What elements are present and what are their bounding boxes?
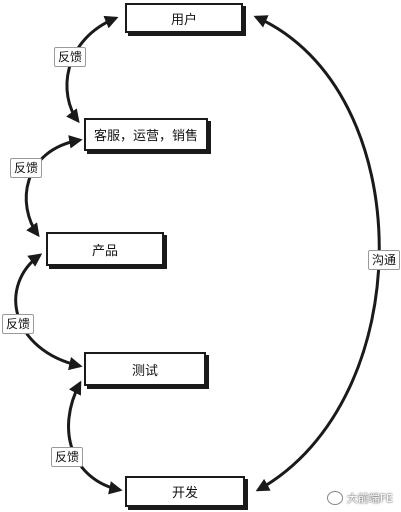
edge-label-feedback: 反馈 (54, 47, 87, 67)
watermark: 大前端FE (326, 490, 393, 506)
node-service: 客服，运营，销售 (84, 118, 208, 151)
edge-label-communication: 沟通 (368, 250, 401, 270)
edge-testing-dev (67, 380, 123, 495)
edge-label-feedback: 反馈 (51, 447, 84, 467)
edge-label-feedback: 反馈 (2, 314, 35, 334)
edge-user-service (65, 15, 119, 124)
node-testing: 测试 (84, 352, 206, 386)
node-dev: 开发 (125, 476, 245, 507)
edge-service-product (24, 135, 83, 238)
node-product: 产品 (46, 232, 164, 266)
edge-user-dev (253, 15, 381, 492)
node-user: 用户 (125, 3, 243, 33)
watermark-text: 大前端FE (346, 492, 393, 505)
wechat-icon (326, 491, 343, 505)
edge-label-feedback: 反馈 (10, 158, 43, 178)
edge-product-testing (14, 253, 83, 371)
